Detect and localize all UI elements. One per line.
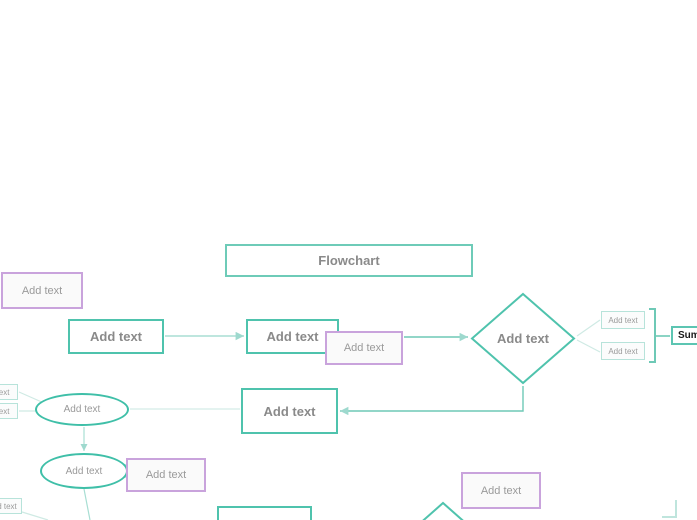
edge-decision-chip-no — [576, 339, 601, 353]
edge-decision-loop-process3 — [340, 386, 524, 416]
flowchart-title-box[interactable]: Flowchart — [225, 244, 473, 277]
node-ellipse-2[interactable]: Add text — [40, 453, 128, 489]
node-purple-bottom[interactable]: Add text — [461, 472, 541, 509]
node-purple-overlap[interactable]: Add text — [325, 331, 403, 365]
node-label: Add text — [608, 315, 638, 325]
node-chip-no[interactable]: Add text — [601, 342, 645, 360]
node-process-3[interactable]: Add text — [241, 388, 338, 434]
bracket-connector — [649, 308, 656, 363]
node-label: Add text — [21, 284, 63, 297]
node-summary-box[interactable]: Summ — [671, 326, 697, 345]
node-label: Add text — [608, 346, 638, 356]
node-purple-top-left[interactable]: Add text — [1, 272, 83, 309]
edge-decision-chip-yes — [576, 319, 601, 337]
node-label: d text — [0, 501, 17, 511]
edge-ellipse2-down — [83, 488, 91, 520]
node-ellipse-1[interactable]: Add text — [35, 393, 129, 426]
node-label: Add text — [497, 331, 549, 346]
node-chip-yes[interactable]: Add text — [601, 311, 645, 329]
node-label: Summ — [678, 330, 697, 341]
node-label: text — [0, 406, 10, 416]
node-label: Add text — [266, 329, 319, 344]
node-process-1[interactable]: Add text — [68, 319, 164, 354]
node-label: Add text — [263, 403, 316, 419]
node-purple-mid[interactable]: Add text — [126, 458, 206, 492]
node-label: Add text — [343, 342, 385, 354]
edge-chipc-down — [21, 511, 49, 520]
node-label: text — [0, 387, 10, 397]
node-chip-left-a[interactable]: text — [0, 384, 18, 400]
node-label: Add text — [65, 465, 103, 477]
node-label: Add text — [63, 404, 101, 415]
node-decision-main[interactable]: Add text — [470, 292, 576, 385]
node-label: Add text — [480, 484, 522, 497]
node-rect-bottom-partial[interactable] — [217, 506, 312, 520]
flowchart-title-label: Flowchart — [318, 253, 380, 268]
node-label: Add text — [90, 329, 142, 344]
node-chip-left-c[interactable]: d text — [0, 498, 22, 514]
node-label: Add text — [145, 469, 187, 481]
edge-bottom-right-corner — [662, 500, 677, 518]
diamond-shape — [470, 292, 576, 385]
node-chip-left-b[interactable]: text — [0, 403, 18, 419]
